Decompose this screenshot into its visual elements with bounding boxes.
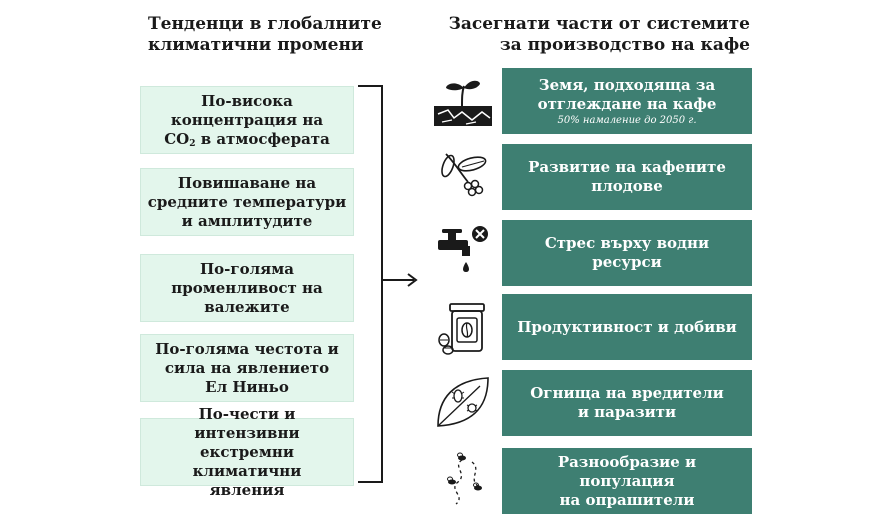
trend-label: сила на явлението — [164, 358, 330, 377]
trend-label: валежите — [204, 297, 290, 316]
bracket-arrow — [358, 85, 418, 483]
trends-heading-line2: климатични промени — [148, 35, 364, 55]
impact-box-pests: Огнища на вредители и паразити — [502, 370, 752, 436]
pest-leaf-icon — [437, 377, 489, 427]
trend-label: средните температури — [147, 192, 347, 211]
impact-box-yield: Продуктивност и добиви — [502, 294, 752, 360]
trend-label: Ел Ниньо — [205, 377, 289, 396]
impact-box-pollinators: Разнообразие и популация на опрашители — [502, 448, 752, 514]
impact-label: Земя, подходяща за — [538, 75, 716, 94]
impact-box-land: Земя, подходяща за отглеждане на кафе 50… — [502, 68, 752, 134]
trend-box-precipitation: По-голяма променливост на валежите — [140, 254, 354, 322]
seedling-soil-icon — [434, 80, 492, 126]
impact-label: Огнища на вредители — [530, 384, 724, 402]
coffee-branch-icon — [441, 153, 487, 197]
trend-label: По-чести и интензивни — [194, 404, 300, 442]
trend-label: явления — [209, 480, 285, 499]
impacts-heading-line1: Засегнати части от системите — [448, 14, 750, 34]
impact-label: Продуктивност и добиви — [517, 317, 737, 336]
trend-label: По-висока — [201, 91, 293, 110]
trend-label: По-голяма честота и — [155, 339, 339, 358]
trend-box-extreme-events: По-чести и интензивни екстремни климатич… — [140, 405, 354, 499]
trends-heading-line1: Тенденци в глобалните — [148, 14, 382, 34]
trends-heading: Тенденци в глобалните климатични промени — [148, 14, 382, 56]
trend-label: и амплитудите — [181, 211, 313, 230]
impact-label: Стрес върху водни ресурси — [544, 234, 710, 271]
impact-label: отглеждане на кафе — [537, 94, 717, 113]
impact-label: Развитие на кафените — [528, 158, 726, 176]
trend-box-co2: По-висока концентрация на CO2 в атмосфер… — [140, 86, 354, 154]
impact-label: плодове — [591, 177, 663, 195]
trend-label: По-голяма — [199, 259, 294, 278]
trend-label: концентрация на — [170, 110, 324, 129]
impacts-heading: Засегнати части от системите за производ… — [430, 14, 750, 56]
trend-box-el-nino: По-голяма честота и сила на явлението Ел… — [140, 334, 354, 402]
trend-label: Повишаване на — [177, 173, 317, 192]
impact-box-fruit: Развитие на кафените плодове — [502, 144, 752, 210]
impact-label: и паразити — [577, 403, 677, 421]
trend-label: променливост на — [171, 278, 323, 297]
trend-box-temperature: Повишаване на средните температури и амп… — [140, 168, 354, 236]
impacts-heading-line2: за производство на кафе — [499, 35, 750, 55]
impact-box-water: Стрес върху водни ресурси — [502, 220, 752, 286]
impact-label: Разнообразие и популация — [557, 452, 697, 490]
pollinator-icon — [447, 452, 482, 505]
faucet-water-icon — [438, 226, 488, 272]
impact-label: на опрашители — [559, 490, 695, 509]
coffee-jar-icon — [438, 303, 485, 355]
trend-label: CO2 в атмосферата — [164, 129, 330, 149]
trend-label: екстремни климатични — [192, 442, 302, 480]
impact-note: 50% намаление до 2050 г. — [557, 114, 697, 126]
